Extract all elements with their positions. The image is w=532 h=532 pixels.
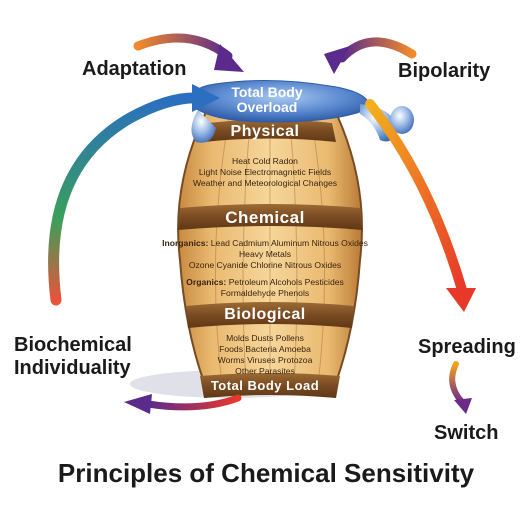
- arrow-bottom-head: [124, 394, 152, 414]
- arrow-bottom: [144, 394, 242, 411]
- arrow-adaptation: [133, 33, 233, 61]
- label-biochemical: Biochemical: [14, 334, 132, 356]
- band-biological: [186, 302, 354, 328]
- organics-line-1: Organics: Petroleum Alcohols Pesticides: [150, 277, 380, 288]
- diagram-title: Principles of Chemical Sensitivity: [57, 458, 475, 488]
- lid-label-line-1: Total Body: [231, 84, 303, 100]
- physical-label: Physical: [230, 123, 300, 140]
- physical-list: Heat Cold Radon Light Noise Electromagne…: [160, 156, 370, 189]
- inorganics-text-1: Lead Cadmium Aluminum Nitrous Oxides Hea…: [210, 238, 368, 259]
- bottom-label: Total Body Load: [210, 378, 320, 393]
- physical-line-3: Weather and Meteorological Changes: [192, 178, 338, 188]
- lid-label: Total Body Overload: [220, 85, 314, 115]
- biological-label: Biological: [224, 306, 306, 323]
- arrow-biochemical: [48, 92, 206, 306]
- arrow-switch: [449, 361, 465, 405]
- physical-line-2: Light Noise Electromagnetic Fields: [198, 167, 332, 177]
- inorganics-line-2: Ozone Cyanide Chlorine Nitrous Oxides: [188, 260, 342, 270]
- label-biochemical-individuality: Biochemical Individuality: [14, 334, 132, 380]
- inorganics-label: Inorganics:: [162, 238, 209, 248]
- label-spreading: Spreading: [418, 336, 516, 358]
- overflow-drip-left: [191, 110, 216, 143]
- band-physical: [204, 119, 336, 142]
- chemical-label: Chemical: [225, 208, 305, 227]
- lid-label-line-2: Overload: [236, 99, 298, 115]
- barrel-lid: [192, 79, 371, 123]
- biological-line-4: Other Parasites: [235, 366, 295, 376]
- organics-line-2: Formaldehyde Phenols: [220, 288, 310, 298]
- arrow-biochemical-head: [192, 84, 220, 112]
- biological-line-1: Molds Dusts Pollens: [226, 333, 304, 343]
- arrow-bipolarity: [337, 37, 417, 63]
- chemical-list: Inorganics: Lead Cadmium Aluminum Nitrou…: [150, 238, 380, 299]
- band-bottom: [200, 373, 340, 398]
- label-switch: Switch: [434, 422, 499, 444]
- biological-list: Molds Dusts Pollens Foods Bacteria Amoeb…: [160, 333, 370, 377]
- organics-label: Organics:: [186, 277, 227, 287]
- physical-line-1: Heat Cold Radon: [232, 156, 298, 166]
- inorganics-line-1: Inorganics: Lead Cadmium Aluminum Nitrou…: [150, 238, 380, 260]
- band-chemical: [178, 204, 362, 230]
- label-individuality: Individuality: [14, 357, 131, 379]
- arrow-switch-head: [454, 398, 472, 414]
- overflow-droplet: [390, 106, 414, 134]
- arrow-spreading: [365, 99, 467, 295]
- arrow-adaptation-head: [214, 44, 244, 72]
- organics-text-1: Petroleum Alcohols Pesticides: [228, 277, 344, 287]
- biological-line-2: Foods Bacteria Amoeba: [219, 344, 311, 354]
- label-adaptation: Adaptation: [82, 58, 187, 80]
- biological-line-3: Worms Viruses Protozoa: [217, 355, 313, 365]
- arrow-bipolarity-head: [324, 46, 350, 74]
- arrow-spreading-head: [446, 288, 476, 312]
- label-bipolarity: Bipolarity: [398, 60, 491, 82]
